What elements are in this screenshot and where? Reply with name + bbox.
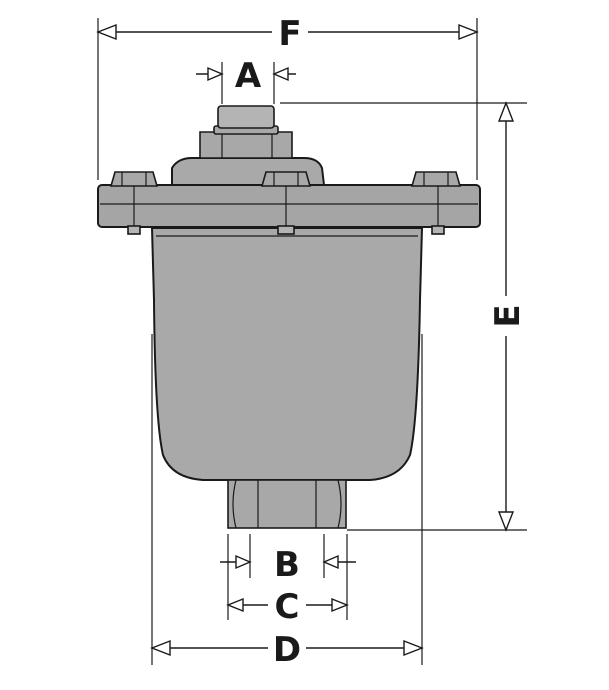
bolt-head-left bbox=[109, 171, 159, 187]
stud-center bbox=[277, 225, 295, 235]
bolt-head-center bbox=[260, 171, 312, 187]
vent-cap bbox=[217, 105, 275, 129]
dimension-label-f: F bbox=[278, 14, 301, 54]
dimension-label-c: C bbox=[275, 587, 300, 627]
dimension-label-a: A bbox=[235, 56, 262, 96]
stud-left bbox=[127, 225, 141, 235]
top-hex-nut bbox=[199, 131, 293, 159]
dimension-label-d: D bbox=[273, 630, 301, 670]
dimension-c: C bbox=[226, 587, 349, 627]
dimension-e: E bbox=[488, 101, 528, 532]
dimension-a: A bbox=[196, 56, 296, 96]
dimension-label-e: E bbox=[488, 304, 528, 327]
dimension-label-b: B bbox=[274, 545, 300, 585]
flange bbox=[97, 184, 481, 228]
bolt-head-right bbox=[410, 171, 462, 187]
stud-right bbox=[431, 225, 445, 235]
dimension-f: F bbox=[96, 14, 479, 54]
canister bbox=[150, 227, 424, 481]
dimension-d: D bbox=[150, 630, 424, 670]
bottom-hex-connection bbox=[227, 479, 347, 529]
dimension-b: B bbox=[220, 545, 356, 585]
valve-body bbox=[97, 105, 481, 529]
